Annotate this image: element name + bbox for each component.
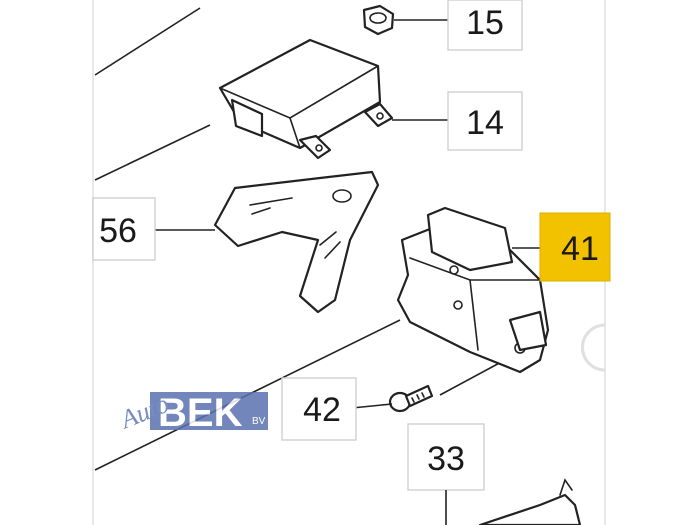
part-56-bracket	[155, 170, 380, 314]
part-56-box	[92, 197, 156, 261]
part-56-label: 56	[99, 212, 137, 250]
part-33-leader	[445, 478, 582, 525]
part-42-bolt	[351, 384, 434, 413]
part-41-module	[396, 206, 550, 374]
part-42-label: 42	[303, 391, 341, 429]
part-41-highlight-box	[539, 212, 611, 282]
part-33-label: 33	[427, 440, 465, 478]
part-14-box	[447, 91, 523, 151]
part-14-module	[218, 38, 448, 160]
auto-bek-watermark: BEK BV Auto	[115, 389, 268, 435]
watermark-brand: BEK	[158, 391, 243, 435]
page-edge-circle	[581, 323, 606, 372]
part-41-label: 41	[561, 230, 599, 268]
watermark-box	[150, 392, 268, 430]
part-15-box	[447, 0, 523, 51]
watermark-suffix: BV	[252, 416, 266, 427]
part-33-box	[407, 423, 485, 491]
part-15-nut	[362, 4, 448, 36]
part-15-label: 15	[466, 4, 504, 42]
part-14-label: 14	[466, 104, 504, 142]
part-42-box	[281, 377, 357, 441]
